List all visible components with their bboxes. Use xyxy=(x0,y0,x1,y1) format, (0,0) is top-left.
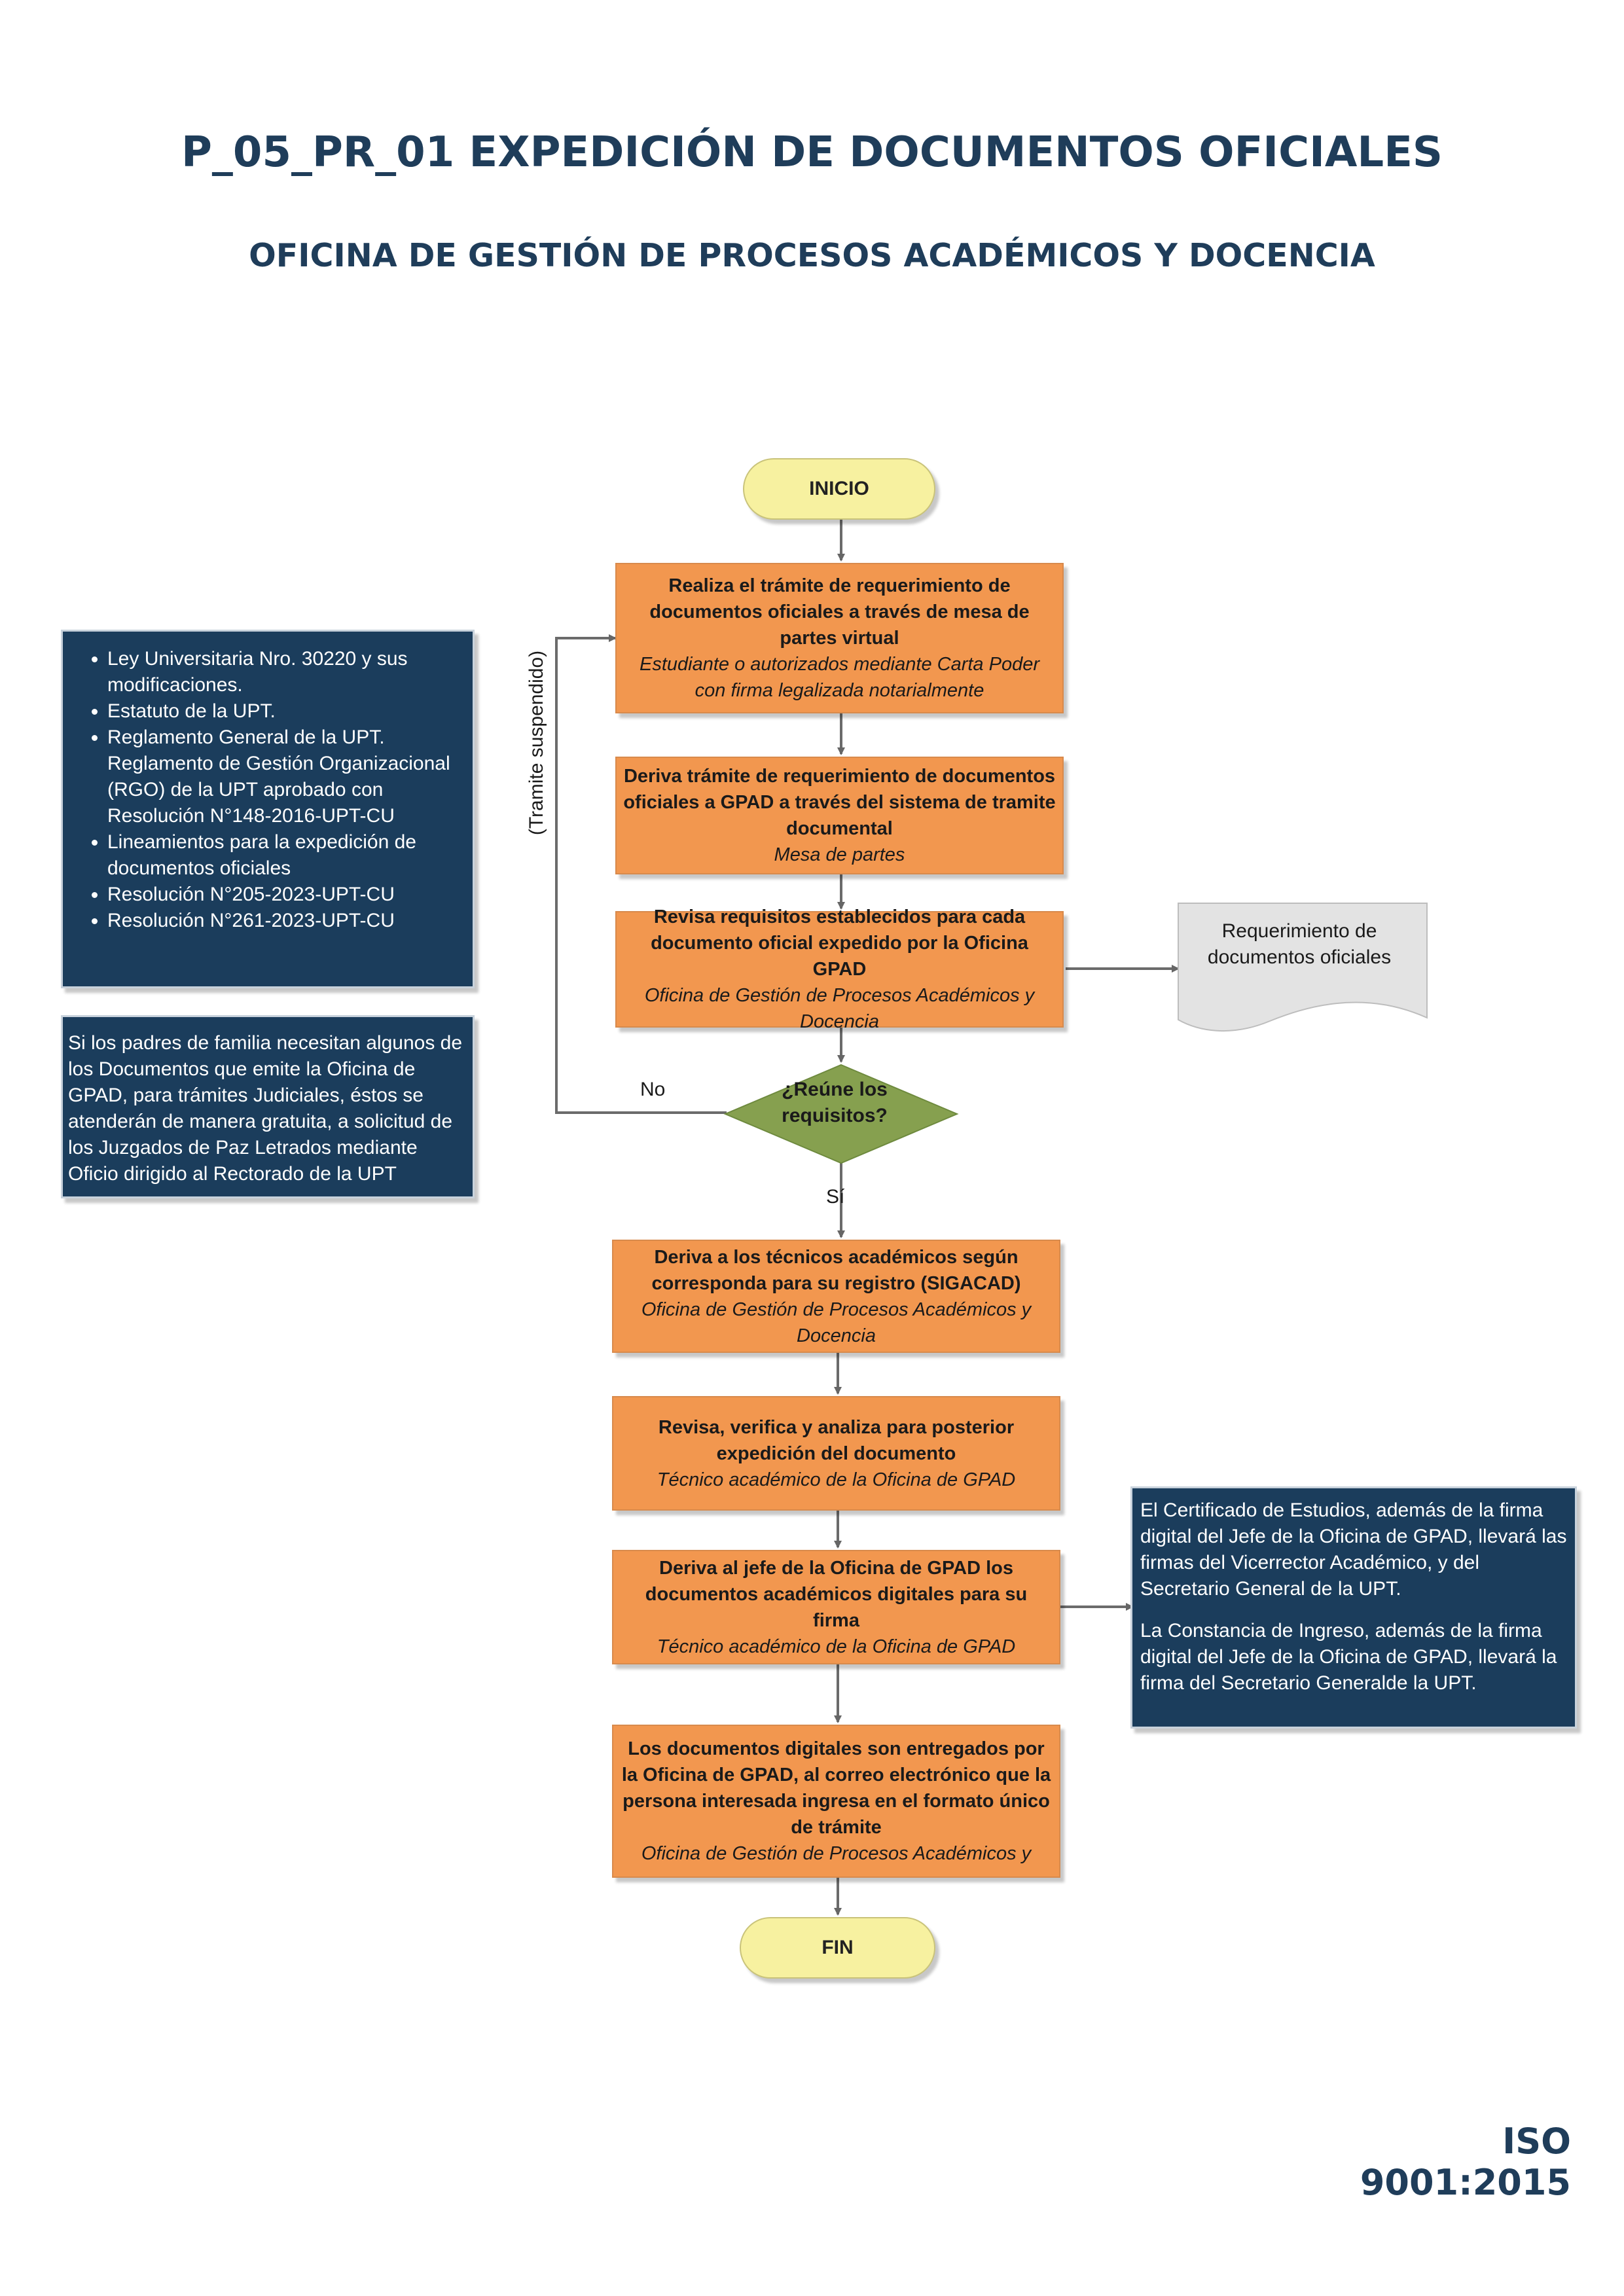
legal-item: Ley Universitaria Nro. 30220 y sus modif… xyxy=(107,646,462,698)
page-subtitle: OFICINA DE GESTIÓN DE PROCESOS ACADÉMICO… xyxy=(249,237,1375,274)
step-4-role: Oficina de Gestión de Procesos Académico… xyxy=(641,1299,1032,1346)
step-7-role: Oficina de Gestión de Procesos Académico… xyxy=(641,1843,1032,1864)
end-terminator: FIN xyxy=(740,1917,935,1979)
legal-basis-box: Ley Universitaria Nro. 30220 y sus modif… xyxy=(61,630,475,988)
legal-item: Lineamientos para la expedición de docum… xyxy=(107,829,462,882)
step-2: Deriva trámite de requerimiento de docum… xyxy=(615,757,1064,874)
end-label: FIN xyxy=(821,1937,854,1958)
step-4-title: Deriva a los técnicos académicos según c… xyxy=(651,1246,1021,1294)
decision-question: ¿Reúne los requisitos? xyxy=(782,1079,888,1126)
step-7: Los documentos digitales son entregados … xyxy=(612,1725,1060,1878)
step-3-title: Revisa requisitos establecidos para cada… xyxy=(651,906,1028,980)
page-title: P_05_PR_01 EXPEDICIÓN DE DOCUMENTOS OFIC… xyxy=(181,128,1443,177)
legal-item: Reglamento General de la UPT. Reglamento… xyxy=(107,725,462,829)
signature-note-box: El Certificado de Estudios, además de la… xyxy=(1130,1486,1577,1729)
iso-label: ISO 9001:2015 xyxy=(1360,2121,1571,2203)
step-3-role: Oficina de Gestión de Procesos Académico… xyxy=(644,985,1035,1032)
legal-basis-list: Ley Universitaria Nro. 30220 y sus modif… xyxy=(69,646,462,934)
legal-item: Resolución N°261-2023-UPT-CU xyxy=(107,908,462,934)
yes-label: Sí xyxy=(826,1186,845,1208)
parents-note-box: Si los padres de familia necesitan algun… xyxy=(61,1015,475,1198)
step-1-role: Estudiante o autorizados mediante Carta … xyxy=(640,654,1039,701)
step-6-role: Técnico académico de la Oficina de GPAD xyxy=(657,1636,1016,1657)
step-4: Deriva a los técnicos académicos según c… xyxy=(612,1240,1060,1353)
signature-note-p1: El Certificado de Estudios, además de la… xyxy=(1140,1499,1567,1600)
step-6: Deriva al jefe de la Oficina de GPAD los… xyxy=(612,1550,1060,1664)
document-label: Requerimiento de documentos oficiales xyxy=(1207,920,1392,968)
no-label: No xyxy=(640,1079,666,1100)
step-5-role: Técnico académico de la Oficina de GPAD xyxy=(657,1469,1016,1490)
parents-note-text: Si los padres de familia necesitan algun… xyxy=(68,1032,463,1185)
loop-arrow-no xyxy=(555,634,727,1114)
suspended-label: (Tramite suspendido) xyxy=(526,650,547,836)
step-5-title: Revisa, verifica y analiza para posterio… xyxy=(658,1416,1015,1464)
step-1: Realiza el trámite de requerimiento de d… xyxy=(615,563,1064,713)
start-terminator: INICIO xyxy=(743,458,935,520)
legal-item: Estatuto de la UPT. xyxy=(107,698,462,725)
step-3: Revisa requisitos establecidos para cada… xyxy=(615,906,1064,1032)
step-2-role: Mesa de partes xyxy=(774,844,905,865)
decision-diamond xyxy=(723,1064,959,1164)
legal-item: Resolución N°205-2023-UPT-CU xyxy=(107,882,462,908)
start-label: INICIO xyxy=(809,478,869,499)
step-5: Revisa, verifica y analiza para posterio… xyxy=(612,1396,1060,1511)
step-2-title: Deriva trámite de requerimiento de docum… xyxy=(623,766,1056,839)
step-6-title: Deriva al jefe de la Oficina de GPAD los… xyxy=(645,1557,1028,1631)
step-1-title: Realiza el trámite de requerimiento de d… xyxy=(649,575,1030,649)
document-shape xyxy=(1178,903,1428,1032)
step-7-title: Los documentos digitales son entregados … xyxy=(621,1738,1051,1838)
signature-note-p2: La Constancia de Ingreso, además de la f… xyxy=(1140,1620,1557,1694)
